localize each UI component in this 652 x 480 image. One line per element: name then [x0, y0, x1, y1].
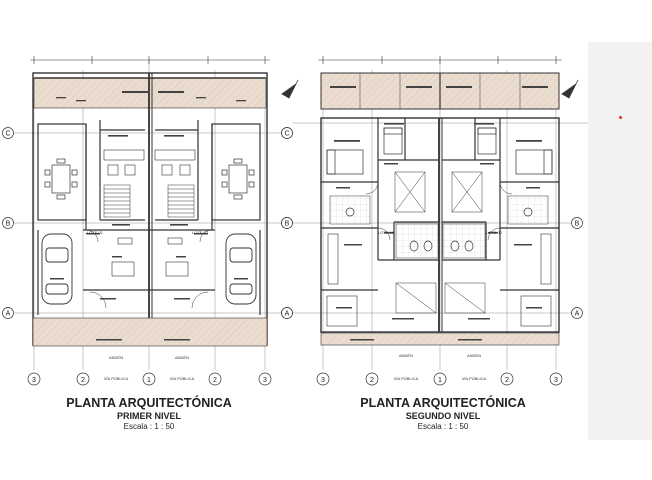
- grid-label-col: 3: [263, 377, 267, 384]
- plan-subtitle: SEGUNDO NIVEL: [405, 411, 481, 421]
- bed-icon: [326, 127, 553, 175]
- grid-label-row: B: [575, 221, 580, 228]
- street-label: VÍA PÚBLICA: [462, 376, 487, 381]
- grid-label-row: B: [6, 221, 11, 228]
- toilet-icon: [345, 207, 533, 252]
- plan-scale: Escala : 1 : 50: [417, 422, 469, 431]
- lot-label: LOTE 01: [87, 230, 104, 235]
- grid-label-row: A: [575, 311, 580, 318]
- lot-label: LOTE 02: [192, 230, 209, 235]
- plan-segundo-nivel: [292, 56, 588, 370]
- sidewalk-label: ANDÉN: [109, 355, 123, 360]
- grid-label-row: C: [5, 131, 10, 138]
- grid-label-col: 2: [505, 377, 509, 384]
- sheet-margin-panel: [588, 42, 652, 440]
- sidewalk-label: ANDÉN: [175, 355, 189, 360]
- grid-bubbles-right: [281, 127, 583, 386]
- grid-label-row: A: [6, 311, 11, 318]
- grid-label-row: A: [285, 311, 290, 318]
- grid-label-col: 2: [81, 377, 85, 384]
- grid-label-col: 3: [321, 377, 325, 384]
- grid-label-col: 1: [438, 377, 442, 384]
- north-arrow-icon: [281, 79, 299, 99]
- grid-label-col: 3: [554, 377, 558, 384]
- lot-label: LOTE 02: [486, 230, 503, 235]
- grid-label-col: 2: [213, 377, 217, 384]
- plan-subtitle: PRIMER NIVEL: [116, 411, 181, 421]
- table-icon: [44, 158, 255, 200]
- grid-label-col: 3: [32, 377, 36, 384]
- sidewalk-label: ANDÉN: [399, 353, 413, 358]
- plan-title: PLANTA ARQUITECTÓNICA: [360, 396, 526, 410]
- grid-label-col: 1: [147, 377, 151, 384]
- plan-primer-nivel: [14, 56, 299, 370]
- plan-scale: Escala : 1 : 50: [123, 422, 175, 431]
- street-label: VÍA PÚBLICA: [170, 376, 195, 381]
- street-label: VÍA PÚBLICA: [394, 376, 419, 381]
- red-marker: [619, 116, 622, 119]
- car-icon: [41, 233, 257, 305]
- grid-label-row: C: [284, 131, 289, 138]
- north-arrow-icon: [561, 79, 579, 99]
- lot-label: LOTE 01: [378, 230, 395, 235]
- stair-icon: [103, 184, 195, 218]
- grid-label-col: 2: [370, 377, 374, 384]
- grid-label-row: B: [285, 221, 290, 228]
- stair-icon: [394, 171, 486, 314]
- plan-title: PLANTA ARQUITECTÓNICA: [66, 396, 232, 410]
- street-label: VÍA PÚBLICA: [104, 376, 129, 381]
- sidewalk-label: ANDÉN: [467, 353, 481, 358]
